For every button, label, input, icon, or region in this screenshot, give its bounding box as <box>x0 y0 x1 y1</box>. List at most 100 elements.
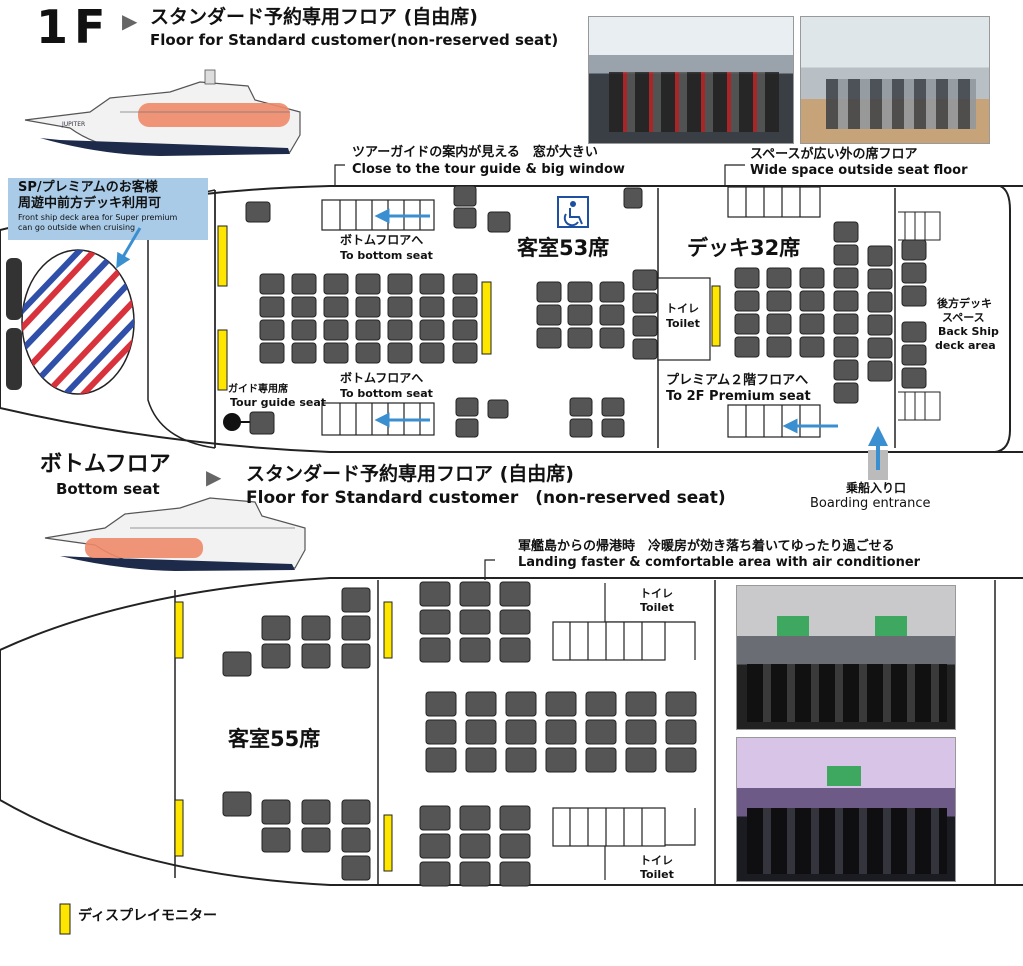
premium-note-en-2: can go outside when cruising <box>18 223 136 232</box>
seat <box>901 321 927 343</box>
stairs-1f <box>321 186 821 438</box>
seat <box>867 314 893 336</box>
seat <box>599 327 625 349</box>
seat <box>459 581 491 607</box>
seat <box>499 637 531 663</box>
seat <box>833 244 859 266</box>
seat <box>734 267 760 289</box>
to-bottom-1-jp: ボトムフロアへ <box>340 233 424 247</box>
bottom-title-jp: ボトムフロア <box>40 452 171 477</box>
seat <box>259 319 285 341</box>
toilet-1f-jp: トイレ <box>666 302 699 315</box>
seat <box>499 805 531 831</box>
seat <box>901 262 927 284</box>
seat <box>301 643 331 669</box>
seat <box>323 273 349 295</box>
seat <box>419 296 445 318</box>
premium-2f-jp: プレミアム２階フロアへ <box>666 373 809 388</box>
outside-callout-jp: スペースが広い外の席フロア <box>750 147 918 162</box>
photo-1f-cabin <box>588 16 794 144</box>
seat <box>341 615 371 641</box>
seat <box>665 719 697 745</box>
seat <box>465 747 497 773</box>
seat <box>419 581 451 607</box>
bottom-floor-jp: スタンダード予約専用フロア (自由席) <box>246 463 574 485</box>
display-monitor <box>217 329 228 391</box>
seat <box>545 747 577 773</box>
deck-32-label: デッキ32席 <box>687 236 801 260</box>
premium-deck-area <box>6 249 135 395</box>
guide-seat-en: Tour guide seat <box>230 396 327 409</box>
seat <box>799 290 825 312</box>
seat <box>419 805 451 831</box>
display-monitor <box>711 285 721 347</box>
back-deck-jp-2: スペース <box>942 311 985 324</box>
seat <box>585 719 617 745</box>
seat <box>301 615 331 641</box>
back-deck-en-2: deck area <box>935 339 996 352</box>
seat <box>766 313 792 335</box>
seat <box>387 342 413 364</box>
seat <box>599 281 625 303</box>
seat <box>632 292 658 314</box>
toilet-bottom-bottom-jp: トイレ <box>640 854 673 867</box>
seat <box>623 187 643 209</box>
seat <box>387 273 413 295</box>
seat <box>419 637 451 663</box>
seat <box>261 615 291 641</box>
ship-illustration-bottom <box>44 497 306 571</box>
boarding-en: Boarding entrance <box>810 496 931 511</box>
premium-note-en-1: Front ship deck area for Super premium <box>18 213 178 222</box>
seat <box>734 313 760 335</box>
seat <box>455 397 479 417</box>
seat <box>601 397 625 417</box>
seat <box>599 304 625 326</box>
seat <box>499 581 531 607</box>
seat <box>867 245 893 267</box>
seat <box>625 747 657 773</box>
display-monitor <box>174 601 184 659</box>
seat <box>291 342 317 364</box>
boarding-jp: 乗船入り口 <box>846 481 907 495</box>
seat <box>341 827 371 853</box>
seat <box>734 290 760 312</box>
seat <box>222 651 252 677</box>
seat <box>833 313 859 335</box>
seat <box>833 359 859 381</box>
seat <box>567 281 593 303</box>
seat <box>585 747 617 773</box>
toilet-bottom-top-jp: トイレ <box>640 587 673 600</box>
seat <box>259 342 285 364</box>
seat <box>323 319 349 341</box>
seat <box>459 805 491 831</box>
seats-1f <box>245 185 927 438</box>
seat <box>585 691 617 717</box>
ship-illustration-1f <box>24 69 301 156</box>
seat <box>261 827 291 853</box>
seat <box>323 296 349 318</box>
seat <box>425 719 457 745</box>
seats-bottom <box>222 581 697 887</box>
legend-display-monitor: ディスプレイモニター <box>78 908 218 924</box>
display-monitor <box>383 601 393 659</box>
tour-guide-callout-en: Close to the tour guide & big window <box>352 162 625 177</box>
seat <box>625 719 657 745</box>
seat <box>453 185 477 207</box>
legend-monitor-swatch <box>59 903 71 935</box>
seat <box>536 304 562 326</box>
seat <box>387 319 413 341</box>
seat <box>419 342 445 364</box>
seat <box>536 327 562 349</box>
seat <box>536 281 562 303</box>
seat <box>459 861 491 887</box>
seat <box>425 747 457 773</box>
seat <box>569 397 593 417</box>
display-monitor <box>174 799 184 857</box>
seat <box>419 833 451 859</box>
seat <box>567 327 593 349</box>
seat <box>505 747 537 773</box>
title-arrow-icon: ▶ <box>122 9 138 33</box>
photo-1f-deck <box>800 16 990 144</box>
seat <box>665 747 697 773</box>
